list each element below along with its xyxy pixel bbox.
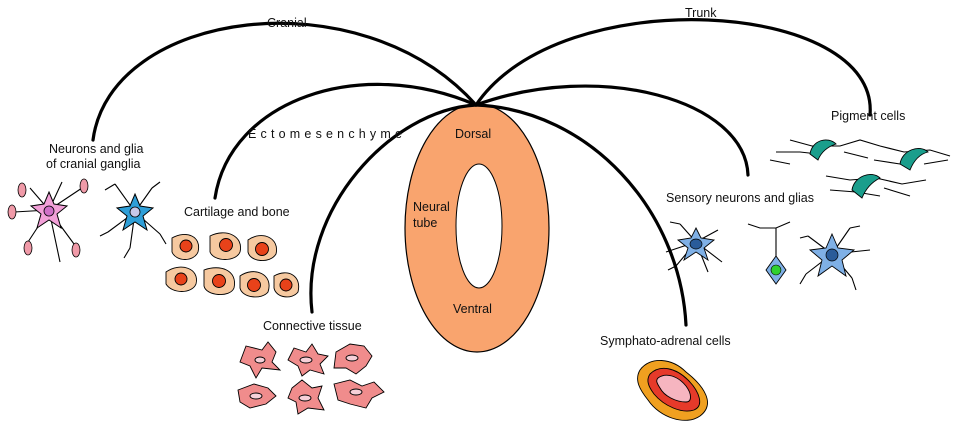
sensory-neuron-bipolar-icon bbox=[748, 222, 790, 284]
label-pigment-cells: Pigment cells bbox=[831, 109, 905, 123]
cartilage-cells-icon bbox=[166, 233, 299, 297]
label-neurons-glia-line2: of cranial ganglia bbox=[46, 157, 141, 171]
label-neurons-glia-line1: Neurons and glia bbox=[49, 142, 144, 156]
sensory-neuron-light-icon bbox=[800, 226, 870, 290]
pigment-cells-icon bbox=[770, 140, 950, 198]
cranial-neuron-blue-icon bbox=[100, 182, 166, 258]
symphato-adrenal-cell-icon bbox=[638, 360, 708, 420]
cranial-neuron-pink-icon bbox=[8, 179, 88, 262]
label-ventral: Ventral bbox=[453, 302, 492, 316]
label-cartilage-bone: Cartilage and bone bbox=[184, 205, 290, 219]
label-neural: Neural bbox=[413, 200, 450, 214]
label-trunk: Trunk bbox=[685, 6, 717, 20]
label-dorsal: Dorsal bbox=[455, 127, 491, 141]
label-ectomesenchyme: Ectomesenchyme bbox=[248, 127, 406, 141]
label-tube: tube bbox=[413, 216, 437, 230]
neural-tube-lumen bbox=[456, 164, 502, 288]
connective-tissue-cells-icon bbox=[238, 342, 384, 414]
label-sensory-neurons: Sensory neurons and glias bbox=[666, 191, 814, 205]
label-symphato-adrenal: Symphato-adrenal cells bbox=[600, 334, 731, 348]
label-cranial: Cranial bbox=[267, 16, 307, 30]
label-connective-tissue: Connective tissue bbox=[263, 319, 362, 333]
